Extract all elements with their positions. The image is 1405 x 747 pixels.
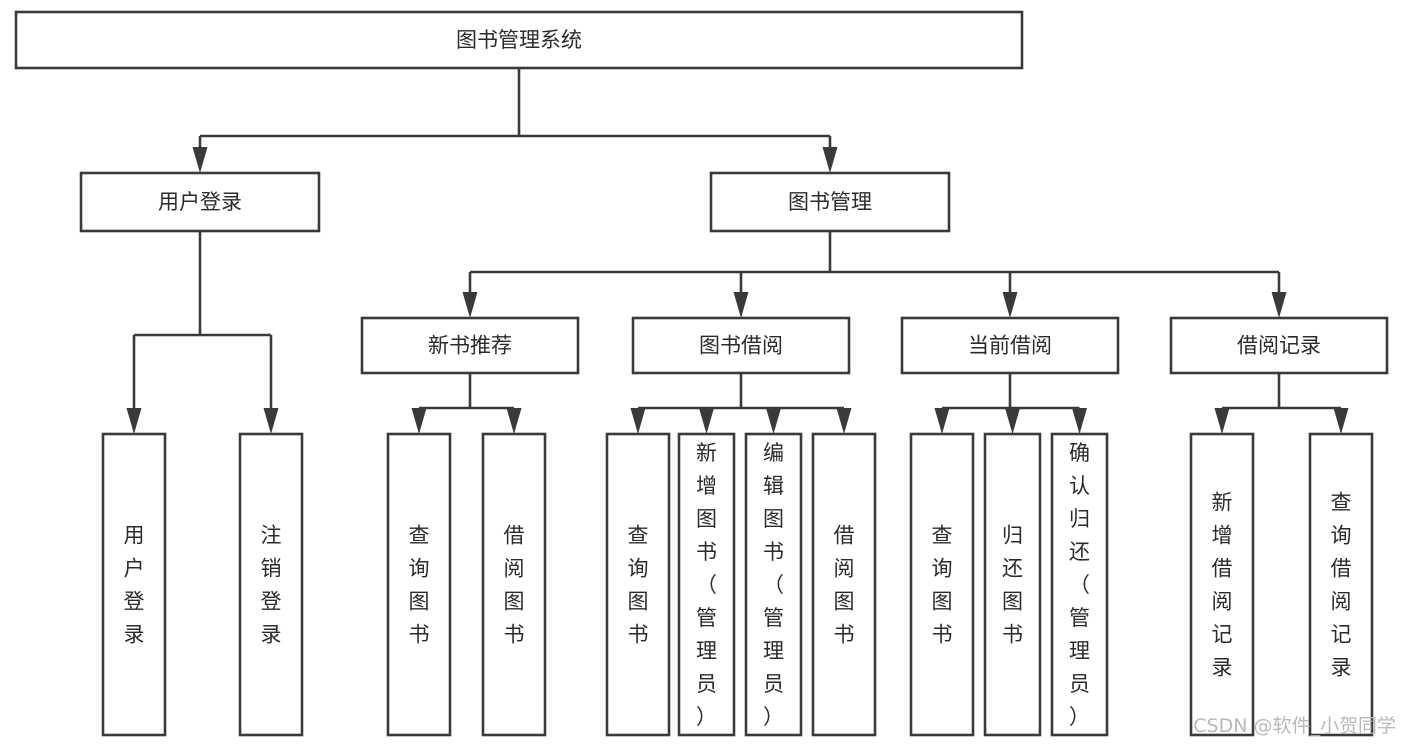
arrow-user-login-to-leaf-user-login-head — [126, 408, 142, 434]
node-box-leaf-borrow-book — [811, 432, 877, 737]
node-leaf-query-book-borrow[interactable]: 查询图书 — [605, 432, 671, 737]
node-box-leaf-return-book — [983, 432, 1042, 737]
node-label-leaf-edit-book: 编辑图书（管理员） — [763, 441, 784, 729]
node-leaf-confirm-return[interactable]: 确认归还（管理员） — [1050, 432, 1109, 737]
node-label-leaf-confirm-return: 确认归还（管理员） — [1069, 441, 1090, 729]
node-leaf-query-book-recommend[interactable]: 查询图书 — [386, 432, 452, 737]
node-leaf-borrow-book[interactable]: 借阅图书 — [811, 432, 877, 737]
arrow-borrow-record-to-leaf-query-borrow-record-head — [1333, 408, 1349, 434]
node-label-current-borrow: 当前借阅 — [968, 334, 1052, 358]
node-leaf-add-book[interactable]: 新增图书（管理员） — [677, 432, 736, 737]
node-box-book-borrow — [631, 316, 851, 375]
node-leaf-logout[interactable]: 注销登录 — [238, 432, 304, 737]
node-leaf-add-borrow-record[interactable]: 新增借阅记录 — [1189, 432, 1255, 737]
node-label-leaf-query-book-recommend: 查询图书 — [409, 524, 430, 647]
node-label-leaf-query-book-borrow: 查询图书 — [628, 524, 649, 647]
node-leaf-return-book[interactable]: 归还图书 — [983, 432, 1042, 737]
node-label-borrow-record: 借阅记录 — [1237, 334, 1321, 358]
node-box-current-borrow — [900, 316, 1120, 375]
node-box-leaf-query-book-borrow — [605, 432, 671, 737]
node-box-root — [14, 10, 1024, 70]
arrow-user-login-to-leaf-logout-head — [263, 408, 279, 434]
node-leaf-borrow-book-recommend[interactable]: 借阅图书 — [481, 432, 547, 737]
arrow-current-borrow-to-leaf-return-book-head — [1005, 408, 1020, 434]
node-label-leaf-add-book: 新增图书（管理员） — [696, 441, 717, 729]
node-label-leaf-user-login: 用户登录 — [124, 524, 145, 647]
node-leaf-query-book-current[interactable]: 查询图书 — [909, 432, 975, 737]
node-label-leaf-logout: 注销登录 — [261, 524, 282, 647]
node-book-management[interactable]: 图书管理 — [709, 171, 951, 233]
node-label-root: 图书管理系统 — [456, 28, 582, 52]
node-box-leaf-add-book — [677, 432, 736, 737]
arrow-bookmgmt-to-current-borrow-head — [1002, 292, 1018, 318]
node-new-book-recommend[interactable]: 新书推荐 — [360, 316, 580, 375]
node-label-new-book-recommend: 新书推荐 — [428, 334, 512, 358]
arrow-current-borrow-to-leaf-query-book-current-head — [934, 408, 950, 434]
arrow-new-book-recommend-to-leaf-borrow-book-recommend-head — [506, 408, 522, 434]
node-box-leaf-query-book-recommend — [386, 432, 452, 737]
node-box-borrow-record — [1169, 316, 1389, 375]
arrow-bookmgmt-to-new-book-recommend-head — [462, 292, 478, 318]
node-label-leaf-return-book: 归还图书 — [1002, 524, 1023, 647]
node-label-leaf-query-borrow-record: 查询借阅记录 — [1331, 491, 1352, 680]
node-box-leaf-borrow-book-recommend — [481, 432, 547, 737]
node-box-book-management — [709, 171, 951, 233]
arrow-book-borrow-to-leaf-add-book-head — [699, 408, 714, 434]
arrow-book-borrow-to-leaf-borrow-book-head — [836, 408, 852, 434]
node-box-leaf-query-borrow-record — [1308, 432, 1374, 737]
arrow-borrow-record-to-leaf-add-borrow-record-head — [1214, 408, 1230, 434]
node-label-book-management: 图书管理 — [788, 190, 872, 214]
node-box-leaf-edit-book — [744, 432, 803, 737]
arrow-book-borrow-to-leaf-query-book-borrow-head — [630, 408, 646, 434]
node-leaf-query-borrow-record[interactable]: 查询借阅记录 — [1308, 432, 1374, 737]
node-box-leaf-logout — [238, 432, 304, 737]
node-layer: 图书管理系统用户登录图书管理新书推荐图书借阅当前借阅借阅记录用户登录注销登录查询… — [14, 10, 1389, 737]
node-label-leaf-add-borrow-record: 新增借阅记录 — [1212, 491, 1233, 680]
node-user-login[interactable]: 用户登录 — [79, 171, 321, 233]
node-box-leaf-query-book-current — [909, 432, 975, 737]
node-label-leaf-borrow-book-recommend: 借阅图书 — [504, 524, 525, 647]
node-box-user-login — [79, 171, 321, 233]
node-borrow-record[interactable]: 借阅记录 — [1169, 316, 1389, 375]
node-box-new-book-recommend — [360, 316, 580, 375]
arrow-root-to-user-login-head — [192, 147, 208, 173]
node-box-leaf-confirm-return — [1050, 432, 1109, 737]
node-root[interactable]: 图书管理系统 — [14, 10, 1024, 70]
node-box-leaf-add-borrow-record — [1189, 432, 1255, 737]
node-box-leaf-user-login — [101, 432, 167, 737]
node-leaf-user-login[interactable]: 用户登录 — [101, 432, 167, 737]
arrow-new-book-recommend-to-leaf-query-book-recommend-head — [411, 408, 427, 434]
node-current-borrow[interactable]: 当前借阅 — [900, 316, 1120, 375]
arrow-bookmgmt-to-borrow-record-head — [1271, 292, 1287, 318]
connector-layer — [126, 68, 1349, 434]
arrow-current-borrow-to-leaf-confirm-return-head — [1072, 408, 1087, 434]
node-leaf-edit-book[interactable]: 编辑图书（管理员） — [744, 432, 803, 737]
arrow-book-borrow-to-leaf-edit-book-head — [766, 408, 781, 434]
node-label-user-login: 用户登录 — [158, 190, 242, 214]
csdn-watermark: CSDN @软件_小贺同学 — [1193, 715, 1396, 737]
node-label-leaf-borrow-book: 借阅图书 — [834, 524, 855, 647]
arrow-root-to-book-management-head — [822, 147, 838, 173]
node-label-book-borrow: 图书借阅 — [699, 334, 783, 358]
node-label-leaf-query-book-current: 查询图书 — [932, 524, 953, 647]
node-book-borrow[interactable]: 图书借阅 — [631, 316, 851, 375]
arrow-bookmgmt-to-book-borrow-head — [733, 292, 749, 318]
